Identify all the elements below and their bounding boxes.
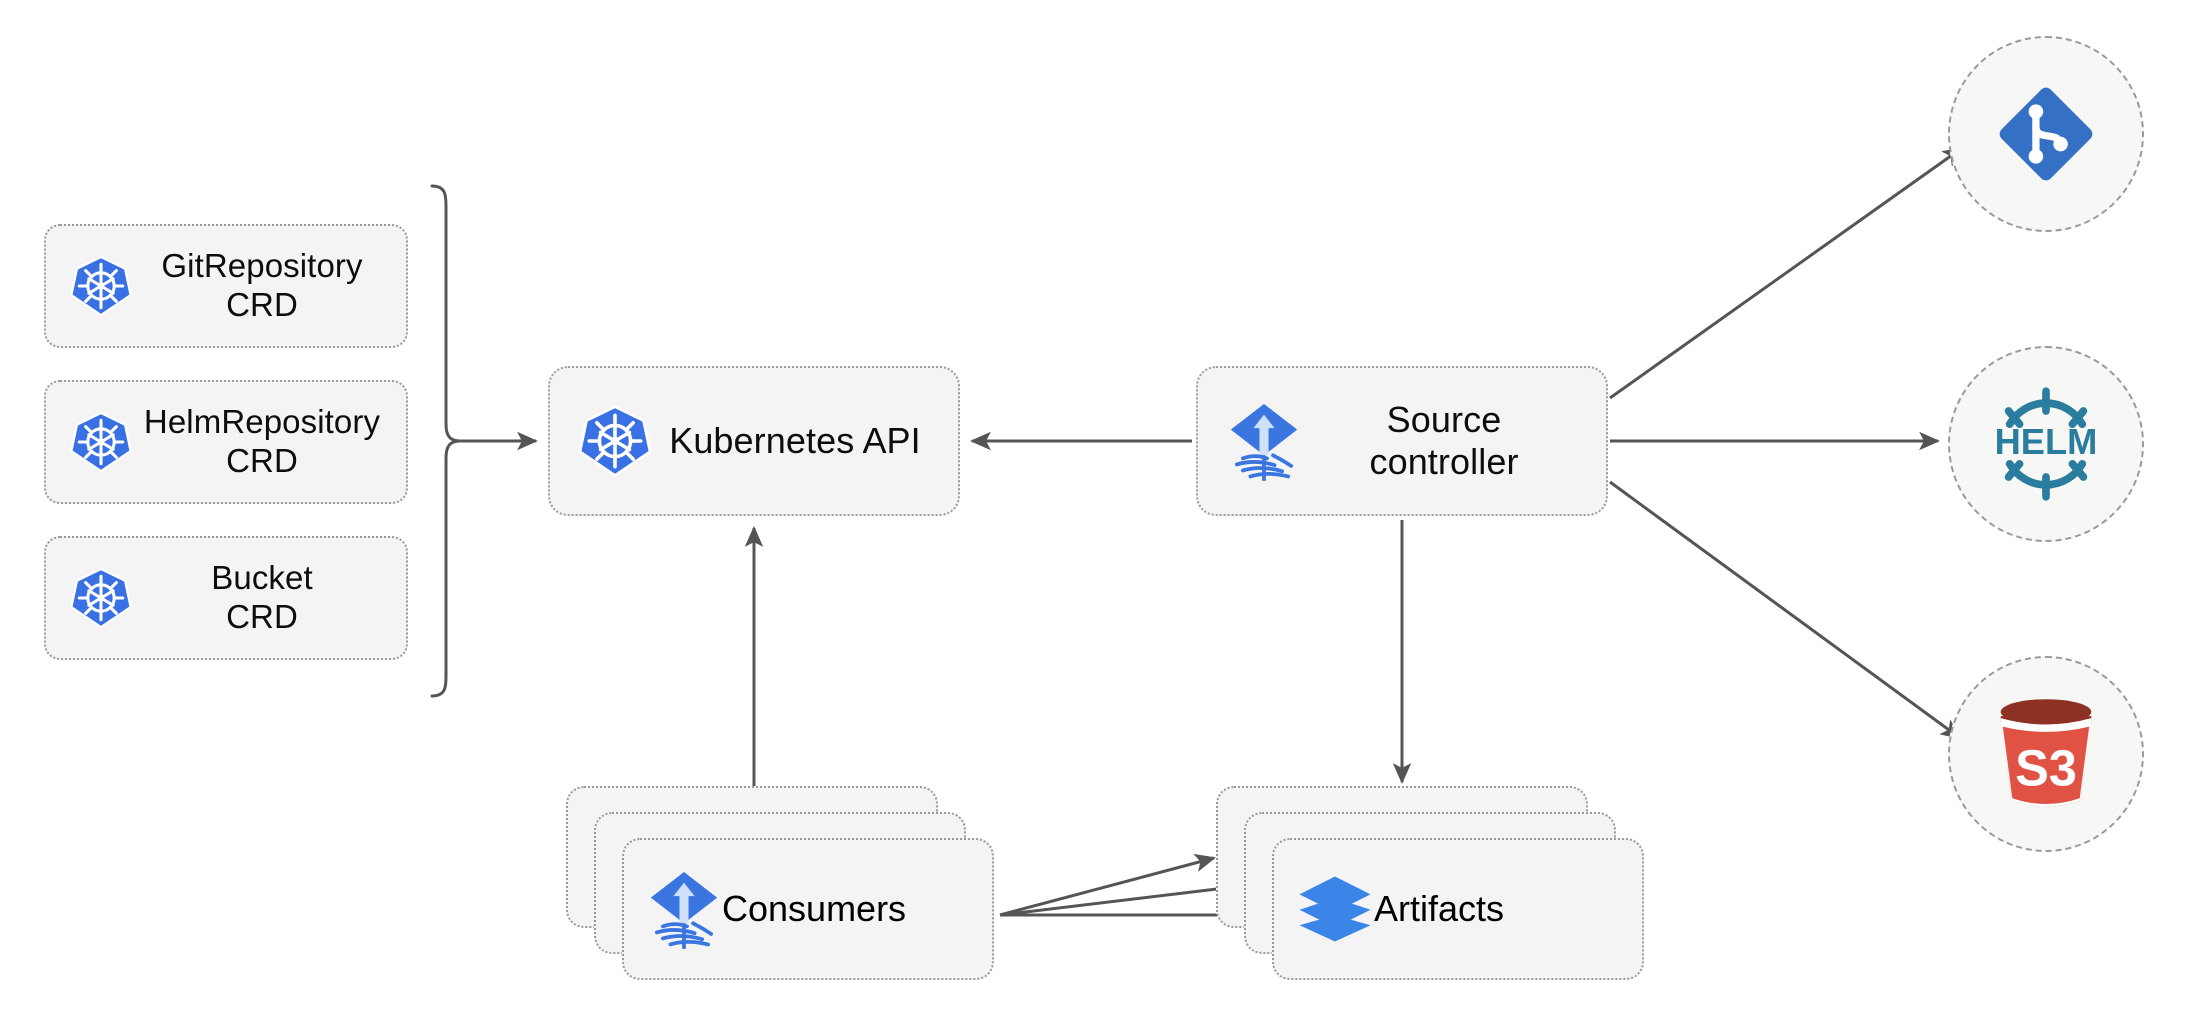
kubernetes-api-node[interactable]: Kubernetes API (548, 366, 960, 516)
s3-source-node[interactable]: S3 (1948, 656, 2144, 852)
consumers-node[interactable]: Consumers (566, 786, 1006, 996)
kubernetes-icon (69, 411, 133, 473)
flux-icon (650, 872, 718, 949)
bucket-crd-node[interactable]: Bucket CRD (44, 536, 408, 660)
artifacts-node[interactable]: Artifacts (1216, 786, 1656, 996)
edge-source-controller-to-s3 (1609, 480, 1962, 740)
git-source-node[interactable] (1948, 36, 2144, 232)
crd-group-bracket (430, 184, 539, 698)
consumers-label: Consumers (722, 888, 907, 929)
artifacts-label: Artifacts (1374, 888, 1505, 929)
kubernetes-icon (578, 405, 652, 477)
artifacts-card-front[interactable]: Artifacts (1272, 838, 1644, 980)
layers-icon (1299, 876, 1371, 942)
s3-icon: S3 (2000, 699, 2092, 807)
helm-label: HELM (1995, 421, 2098, 462)
helmrepository-crd-label: HelmRepository CRD (143, 403, 381, 479)
git-icon (1999, 87, 2093, 181)
edge-source-controller-to-git (1609, 146, 1964, 400)
source-controller-node[interactable]: Source controller (1196, 366, 1608, 516)
bucket-crd-label: Bucket CRD (211, 559, 313, 635)
consumers-card-front[interactable]: Consumers (622, 838, 994, 980)
flux-icon (1230, 404, 1298, 481)
helmrepository-crd-node[interactable]: HelmRepository CRD (44, 380, 408, 504)
gitrepository-crd-label: GitRepository CRD (161, 247, 363, 323)
kubernetes-api-label: Kubernetes API (669, 419, 921, 461)
kubernetes-icon (69, 255, 133, 317)
gitrepository-crd-node[interactable]: GitRepository CRD (44, 224, 408, 348)
edge-consumers-to-artifacts-back (999, 853, 1217, 917)
helm-source-node[interactable]: HELM (1948, 346, 2144, 542)
source-controller-label: Source controller (1369, 398, 1519, 482)
s3-label: S3 (2015, 740, 2077, 797)
edge-consumers-to-artifacts-mid (999, 879, 1245, 917)
kubernetes-icon (69, 567, 133, 629)
helm-icon: HELM (1995, 387, 2098, 501)
